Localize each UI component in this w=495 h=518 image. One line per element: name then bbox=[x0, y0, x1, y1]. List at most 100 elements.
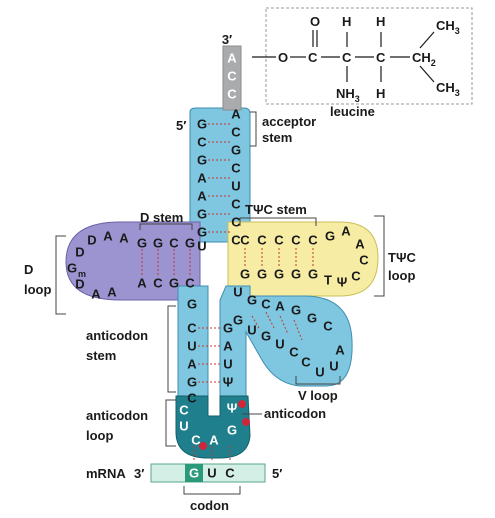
anticodon-stem-label-2: stem bbox=[86, 348, 116, 363]
nt-v-bot-1: G bbox=[233, 313, 243, 328]
tpsic-loop-label-2: loop bbox=[388, 268, 415, 283]
nt-ac-left-5: G bbox=[187, 375, 197, 390]
acceptor-stem-pairs bbox=[208, 123, 232, 233]
acceptor-stem-label-2: stem bbox=[262, 130, 292, 145]
brackets bbox=[55, 111, 385, 495]
d-stem-bracket bbox=[139, 223, 193, 230]
nt-ac-left-6: C bbox=[187, 391, 197, 406]
nt-ac-left-3: U bbox=[187, 339, 196, 354]
tpsic-loop-label-1: TΨC bbox=[388, 250, 416, 265]
nt-t-loop-3: A bbox=[355, 237, 365, 252]
carbonyl-carbon: C bbox=[308, 50, 318, 65]
anticodon-loop-label-1: anticodon bbox=[86, 408, 148, 423]
nt-d-bot-3: G bbox=[169, 276, 179, 291]
nt-d-loop-1: A bbox=[119, 231, 129, 246]
anticodon-loop-shape bbox=[175, 395, 251, 459]
nt-v-top-6: G bbox=[307, 311, 317, 326]
anticodon-loop-letters: C U C A G bbox=[179, 403, 237, 448]
mrna-strand bbox=[150, 463, 266, 483]
nt-acl-2: U bbox=[179, 419, 188, 434]
nt-t-bot-1: G bbox=[240, 267, 250, 282]
nt-d-loop-7: A bbox=[91, 287, 101, 302]
nt-d-top-1: G bbox=[137, 236, 147, 251]
acceptor-tail-shape bbox=[222, 45, 242, 111]
acceptor-left-letters: G C G A A G G U bbox=[197, 117, 207, 254]
acceptor-stem-label-1: acceptor bbox=[262, 114, 316, 129]
v-loop-pairs bbox=[251, 311, 303, 341]
nt-d-loop-6: D bbox=[75, 277, 84, 292]
nt-t-loop-5: C bbox=[351, 269, 361, 284]
d-loop-letters: A A D D G m D A A bbox=[67, 229, 129, 302]
nt-d-loop-8: A bbox=[107, 285, 117, 300]
nt-ac-left-4: A bbox=[187, 357, 197, 372]
nt-anticodon-2: A bbox=[209, 433, 219, 448]
tpsic-stem-bracket bbox=[239, 217, 317, 226]
codon-anticodon-pairs bbox=[193, 446, 231, 462]
nt-d-top-4: G bbox=[185, 236, 195, 251]
acceptor-stem-bracket bbox=[250, 111, 257, 147]
nt-t-top-2: C bbox=[257, 233, 267, 248]
nt-acc-right-2: C bbox=[231, 125, 241, 140]
t-stem-pairs bbox=[244, 248, 314, 266]
nt-d-bot-4: C bbox=[185, 276, 195, 291]
d-arm-shape bbox=[65, 221, 201, 301]
beta-carbon: C bbox=[376, 50, 386, 65]
modification-markers bbox=[199, 400, 250, 450]
nt-acc-tail-1: A bbox=[227, 51, 237, 66]
nt-acc-left-5: A bbox=[197, 189, 207, 204]
nt-acc-left-6: G bbox=[197, 207, 207, 222]
ester-oxygen: O bbox=[278, 50, 288, 65]
nt-t-bot-3: G bbox=[274, 267, 284, 282]
anticodon-loop-bracket bbox=[165, 399, 176, 447]
codon-bracket bbox=[183, 486, 241, 495]
nt-t-top-4: C bbox=[291, 233, 301, 248]
acc-tail-letters: A C C bbox=[227, 51, 237, 102]
nt-anticodon-1: C bbox=[191, 433, 201, 448]
nt-d-bot-2: C bbox=[153, 276, 163, 291]
nt-t-bot-4: G bbox=[291, 267, 301, 282]
alpha-carbon: C bbox=[342, 50, 352, 65]
nt-acc-right-5: U bbox=[231, 179, 240, 194]
nt-t-loop-7: T bbox=[324, 273, 332, 288]
tpsic-stem-label: TΨC stem bbox=[245, 202, 307, 217]
nt-acc-left-1: G bbox=[197, 117, 207, 132]
three-prime-label: 3′ bbox=[222, 32, 232, 47]
nt-acc-right-7: C bbox=[231, 215, 241, 230]
nt-acc-left-8: U bbox=[197, 239, 206, 254]
nt-t-top-3: C bbox=[274, 233, 284, 248]
nt-t-loop-2: A bbox=[341, 224, 351, 239]
amino-group: NH3 bbox=[336, 86, 360, 104]
nt-d-bot-1: A bbox=[137, 276, 147, 291]
leucine-box bbox=[265, 7, 473, 105]
nt-v-top-7: C bbox=[323, 319, 333, 334]
codon-nt-1: G bbox=[189, 466, 199, 481]
nt-v-bot-9: A bbox=[335, 343, 345, 358]
nt-ac-right-2: A bbox=[223, 339, 233, 354]
nt-t-bot-5: G bbox=[308, 267, 318, 282]
nt-ac-left-2: C bbox=[187, 321, 197, 336]
nt-acc-left-4: A bbox=[197, 171, 207, 186]
nt-v-bot-4: U bbox=[275, 337, 284, 352]
beta-hydrogen-bottom: H bbox=[376, 86, 385, 101]
carbonyl-oxygen: O bbox=[310, 14, 320, 29]
nt-v-bot-7: U bbox=[315, 365, 324, 380]
acceptor-stem-shape bbox=[189, 107, 251, 243]
anticodon-label: anticodon bbox=[264, 406, 326, 421]
mrna-3prime-label: 3′ bbox=[134, 466, 144, 481]
nt-acc-left-7: G bbox=[197, 225, 207, 240]
nt-t-loop-1: G bbox=[325, 229, 335, 244]
nt-acc-right-6: C bbox=[231, 197, 241, 212]
nt-v-bot-5: C bbox=[289, 345, 299, 360]
nt-anticodon-3: G bbox=[227, 423, 237, 438]
nt-ac-right-4: Ψ bbox=[223, 375, 234, 390]
nt-acc-right-3: G bbox=[231, 143, 241, 158]
nt-v-top-1: U bbox=[233, 285, 242, 300]
nt-v-top-3: C bbox=[261, 297, 271, 312]
nt-t-bot-2: G bbox=[257, 267, 267, 282]
anticodon-loop-label-2: loop bbox=[86, 428, 113, 443]
nt-v-top-5: G bbox=[291, 303, 301, 318]
nt-acc-left-3: G bbox=[197, 153, 207, 168]
nt-acc-tail-3: C bbox=[227, 87, 237, 102]
t-arm-shape bbox=[227, 221, 379, 297]
